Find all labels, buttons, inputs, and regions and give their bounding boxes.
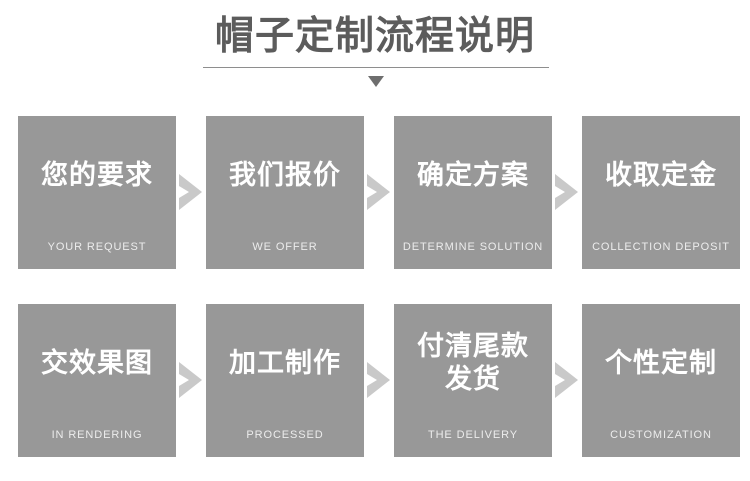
title-divider <box>203 67 549 68</box>
flow-step-the-delivery[interactable]: 付清尾款 发货 THE DELIVERY <box>394 304 552 457</box>
page-header: 帽子定制流程说明 <box>0 0 750 100</box>
step-label-cn: 确定方案 <box>394 116 552 234</box>
step-label-cn-line1: 收取定金 <box>605 159 717 190</box>
step-label-cn-line1: 交效果图 <box>41 347 153 378</box>
step-label-cn: 交效果图 <box>18 304 176 422</box>
chevron-right-icon <box>552 116 582 269</box>
step-label-cn: 个性定制 <box>582 304 740 422</box>
step-label-en: COLLECTION DEPOSIT <box>592 241 730 253</box>
step-label-cn: 我们报价 <box>206 116 364 234</box>
step-label-cn-line1: 个性定制 <box>605 347 717 378</box>
step-label-cn: 加工制作 <box>206 304 364 422</box>
step-label-cn-line2: 发货 <box>445 364 501 394</box>
flow-row-1: 您的要求 YOUR REQUEST 我们报价 WE OFFER 确定方案 DET… <box>18 116 740 269</box>
step-label-cn-line1: 我们报价 <box>229 159 341 190</box>
step-label-cn: 收取定金 <box>582 116 740 234</box>
down-triangle-icon <box>368 76 384 87</box>
page-title: 帽子定制流程说明 <box>214 15 535 58</box>
chevron-right-icon <box>176 304 206 457</box>
step-label-en: YOUR REQUEST <box>47 241 147 253</box>
step-label-cn: 您的要求 <box>18 116 176 234</box>
flow-step-your-request[interactable]: 您的要求 YOUR REQUEST <box>18 116 176 269</box>
flow-step-in-rendering[interactable]: 交效果图 IN RENDERING <box>18 304 176 457</box>
step-label-cn-line1: 加工制作 <box>229 347 341 378</box>
flow-step-customization[interactable]: 个性定制 CUSTOMIZATION <box>582 304 740 457</box>
step-label-en: PROCESSED <box>246 429 324 441</box>
flow-step-determine-solution[interactable]: 确定方案 DETERMINE SOLUTION <box>394 116 552 269</box>
step-label-en: CUSTOMIZATION <box>610 429 712 441</box>
chevron-right-icon <box>176 116 206 269</box>
chevron-right-icon <box>552 304 582 457</box>
flow-step-collection-deposit[interactable]: 收取定金 COLLECTION DEPOSIT <box>582 116 740 269</box>
flow-row-2: 交效果图 IN RENDERING 加工制作 PROCESSED 付清尾款 发货… <box>18 304 740 457</box>
step-label-en: IN RENDERING <box>51 429 143 441</box>
flow-step-we-offer[interactable]: 我们报价 WE OFFER <box>206 116 364 269</box>
step-label-en: THE DELIVERY <box>427 429 519 441</box>
step-label-en: DETERMINE SOLUTION <box>402 241 544 253</box>
step-label-cn-line1: 付清尾款 <box>417 331 529 361</box>
step-label-en: WE OFFER <box>252 241 318 253</box>
step-label-cn: 付清尾款 发货 <box>394 304 552 422</box>
chevron-right-icon <box>364 304 394 457</box>
step-label-cn-line1: 确定方案 <box>417 159 529 190</box>
flow-step-processed[interactable]: 加工制作 PROCESSED <box>206 304 364 457</box>
step-label-cn-line1: 您的要求 <box>41 159 153 190</box>
chevron-right-icon <box>364 116 394 269</box>
